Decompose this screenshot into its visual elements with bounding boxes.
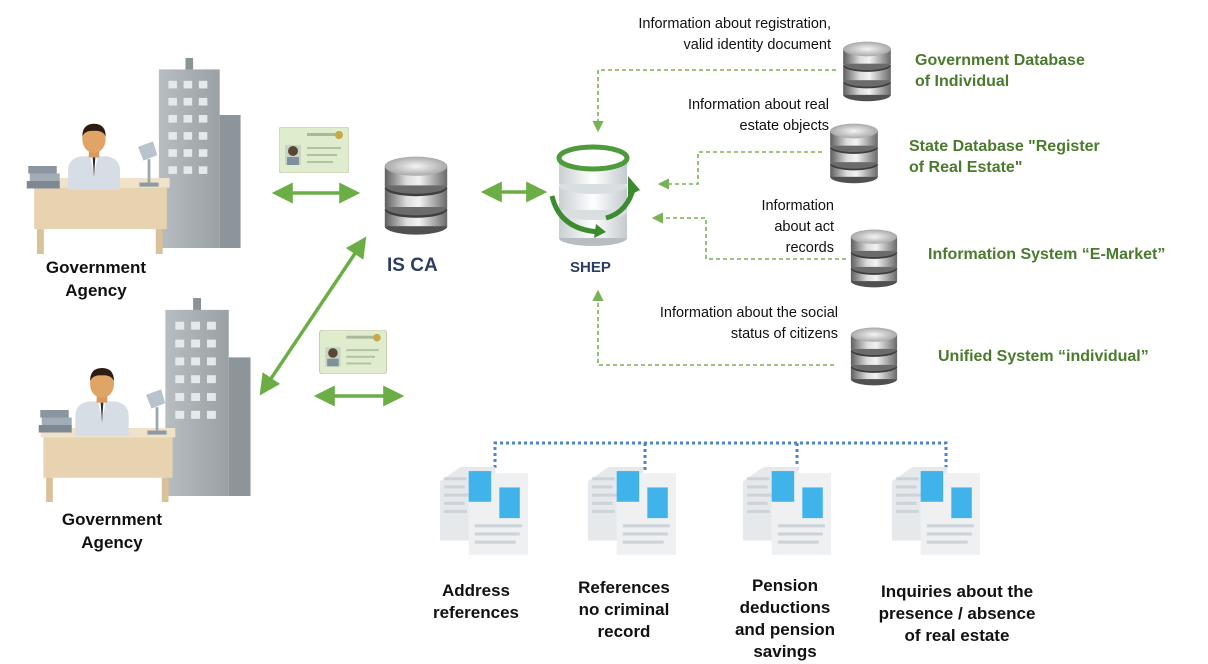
db-title-government: Government Database of Individual	[915, 50, 1085, 92]
doc-label-pension: Pension deductions and pension savings	[715, 575, 855, 663]
books-icon	[26, 166, 60, 189]
isca-label: IS CA	[387, 255, 438, 276]
isca-database-icon	[384, 156, 448, 235]
shep-hub-icon	[549, 144, 640, 246]
doc-label-address: Address references	[406, 580, 546, 624]
document-icon	[588, 467, 676, 555]
unified-system-database-icon	[850, 327, 898, 386]
db-title-line: of Individual	[915, 73, 1010, 90]
agency-label-line: Government	[45, 258, 147, 277]
db-title-real-estate: State Database "Register of Real Estate"	[909, 136, 1100, 178]
doc-label-line: Address	[441, 581, 511, 600]
info-line: valid identity document	[683, 37, 832, 53]
agency-2-label: Government Agency	[34, 508, 190, 554]
info-line: Information about real	[687, 97, 829, 113]
info-line: estate objects	[739, 118, 829, 134]
doc-label-line: references	[432, 603, 519, 622]
document-icon	[892, 467, 980, 555]
info-line: records	[785, 240, 834, 256]
person-icon	[75, 368, 129, 436]
doc-label-line: record	[597, 622, 651, 641]
books-icon	[38, 410, 72, 433]
government-database-icon	[843, 41, 891, 102]
doc-label-line: References	[578, 578, 670, 597]
lamp-icon	[146, 389, 167, 435]
agency-1-illustration	[26, 58, 241, 254]
dashed-connectors	[592, 69, 846, 366]
info-line: Information about registration,	[638, 16, 831, 32]
doc-label-criminal: References no criminal record	[554, 577, 694, 643]
real-estate-database-icon	[830, 123, 878, 184]
doc-label-line: Pension	[751, 576, 819, 595]
info-registration: Information about registration, valid id…	[638, 14, 831, 56]
doc-label-line: savings	[753, 642, 817, 661]
info-line: Information about the social	[659, 305, 838, 321]
agency-label-line: Agency	[81, 533, 143, 552]
doc-label-line: and pension	[734, 620, 836, 639]
doc-label-line: of real estate	[904, 626, 1010, 645]
id-card-icon	[319, 330, 387, 374]
db-title-unified-system: Unified System “individual”	[938, 348, 1149, 365]
document-icon	[743, 467, 831, 555]
desk-icon	[40, 428, 176, 502]
document-icon	[440, 467, 528, 555]
e-market-database-icon	[850, 229, 898, 288]
doc-label-line: presence / absence	[878, 604, 1036, 623]
doc-label-line: Inquiries about the	[880, 582, 1034, 601]
building-icon	[158, 58, 241, 248]
info-line: status of citizens	[730, 326, 838, 342]
doc-label-real-estate: Inquiries about the presence / absence o…	[862, 581, 1052, 647]
agency-1-label: Government Agency	[18, 256, 174, 302]
agency-label-line: Agency	[65, 281, 127, 300]
info-social-status: Information about the social status of c…	[660, 303, 838, 345]
db-title-line: of Real Estate"	[909, 159, 1023, 176]
db-title-line: Government Database	[915, 52, 1085, 69]
info-line: about act	[774, 219, 834, 235]
id-card-icon	[279, 127, 349, 173]
agency-2-illustration	[38, 298, 251, 502]
info-line: Information	[761, 198, 834, 214]
documents-tree-lines	[493, 441, 948, 472]
info-act-records: Information about act records	[761, 196, 834, 259]
agency-label-line: Government	[61, 510, 163, 529]
person-icon	[68, 123, 120, 190]
doc-label-line: no criminal	[578, 600, 670, 619]
shep-label: SHEP	[570, 259, 611, 276]
doc-label-line: deductions	[739, 598, 831, 617]
db-title-line: State Database "Register	[909, 138, 1100, 155]
info-real-estate: Information about real estate objects	[688, 95, 829, 137]
arrow-agency2-isca	[259, 236, 367, 396]
db-title-e-market: Information System “E-Market”	[928, 246, 1166, 263]
building-icon	[165, 298, 251, 496]
